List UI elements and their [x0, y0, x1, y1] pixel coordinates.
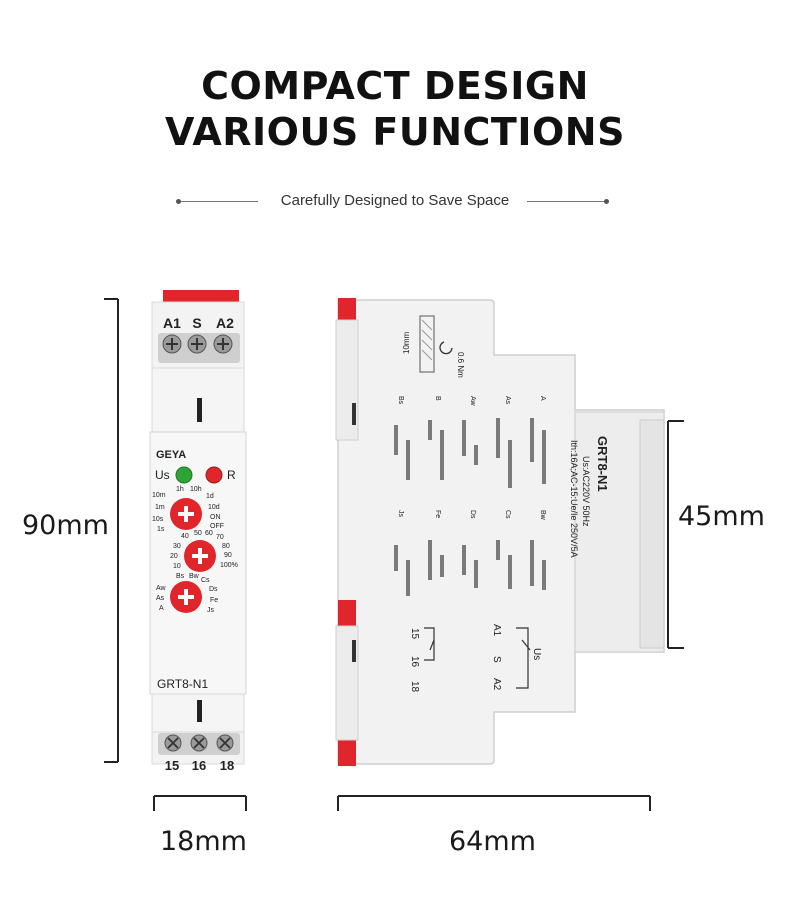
- subtitle-rule-left: [178, 201, 258, 202]
- strip-length-label: 10mm: [402, 331, 411, 354]
- schematic-terminal-a2: A2: [491, 678, 502, 691]
- chart-row1-label: Bs: [397, 396, 404, 405]
- headline-line-2: VARIOUS FUNCTIONS: [165, 110, 625, 154]
- dial1-label: 1s: [157, 526, 165, 533]
- device-front-view: A1 S A2 GEYA Us R 10m 1m 10s 1s 1h 10h 1…: [149, 290, 247, 773]
- subtitle-dot-left: [176, 199, 181, 204]
- dial3-label: A: [159, 605, 164, 612]
- dial3-label: Bs: [176, 573, 185, 580]
- led-label-us: Us: [155, 468, 170, 482]
- front-model-label: GRT8-N1: [157, 677, 208, 691]
- relay-led-icon: [205, 466, 223, 484]
- wiring-schematic: [424, 627, 531, 689]
- subtitle-row: Carefully Designed to Save Space: [0, 190, 790, 212]
- dial3-label: Cs: [201, 577, 210, 584]
- function-dial[interactable]: [170, 581, 202, 613]
- chart-row1-label: B: [434, 396, 441, 401]
- side-din-clip-bottom: [338, 740, 356, 766]
- dial3-label: Fe: [210, 597, 218, 604]
- dial2-label: 10: [173, 563, 181, 570]
- dial2-label: 80: [222, 543, 230, 550]
- schematic-us-label: Us: [531, 648, 542, 660]
- side-din-clip-top: [338, 298, 356, 320]
- bottom-terminal-label-16: 16: [192, 758, 206, 773]
- side-model-label: GRT8-N1: [595, 436, 610, 492]
- headline-line-1: COMPACT DESIGN: [201, 64, 589, 108]
- schematic-terminal-18: 18: [409, 681, 420, 693]
- dial1-label: 10s: [152, 516, 164, 523]
- schematic-terminal-s: S: [491, 656, 502, 663]
- bottom-terminal-label-15: 15: [165, 758, 179, 773]
- time-range-dial[interactable]: [170, 498, 202, 530]
- dimension-lines: [104, 298, 684, 811]
- dial1-label: 1h: [176, 486, 184, 493]
- schematic-terminal-16: 16: [409, 656, 420, 668]
- dial3-label: Bw: [189, 573, 200, 580]
- brand-logo-text: GEYA: [156, 449, 186, 461]
- chart-row2-label: Ds: [469, 510, 476, 519]
- dial1-label: OFF: [210, 523, 224, 530]
- dial3-label: Js: [207, 607, 215, 614]
- bottom-terminal-label-18: 18: [220, 758, 234, 773]
- led-label-r: R: [227, 468, 236, 482]
- schematic-terminal-a1: A1: [491, 624, 502, 637]
- torque-label: 0.6 Nm: [456, 352, 465, 378]
- side-din-clip-mid: [338, 600, 356, 626]
- dial1-label: 10h: [190, 486, 202, 493]
- chart-row2-label: Bw: [539, 510, 546, 521]
- timing-diagrams: [394, 418, 546, 596]
- dial3-label: As: [156, 595, 165, 602]
- dial2-label: 20: [170, 553, 178, 560]
- bottom-terminal-screws: [158, 733, 240, 755]
- schematic-terminal-15: 15: [409, 628, 420, 640]
- dimension-front-width-label: 18mm: [160, 826, 247, 857]
- chart-row2-label: Fe: [434, 510, 441, 518]
- chart-row1-label: As: [504, 396, 511, 405]
- dial1-label: 10m: [152, 492, 166, 499]
- dial2-label: 50: [194, 530, 202, 537]
- rotate-torque-icon: [439, 341, 453, 355]
- subtitle-rule-right: [527, 201, 607, 202]
- side-spec-line1: Us:AC220V 50Hz: [581, 456, 591, 527]
- chart-row2-label: Cs: [504, 510, 511, 519]
- subtitle-dot-right: [604, 199, 609, 204]
- top-terminal-label-a1: A1: [163, 315, 181, 331]
- top-terminal-screws: [158, 333, 240, 363]
- chart-row2-label: Js: [397, 510, 404, 518]
- dimension-front-height-label: 45mm: [678, 501, 765, 532]
- dial2-label: 90: [224, 552, 232, 559]
- top-terminal-label-a2: A2: [216, 315, 234, 331]
- front-din-clip-top: [163, 290, 239, 304]
- dial3-label: Ds: [209, 586, 218, 593]
- side-spec-line2: Ith:16A;AC-15:Ue/Ie 250V/5A: [569, 440, 579, 558]
- dial2-label: 30: [173, 543, 181, 550]
- chart-row1-label: A: [539, 396, 546, 401]
- dial1-label: 1d: [206, 493, 214, 500]
- percentage-dial[interactable]: [184, 540, 216, 572]
- dial2-label: 60: [205, 530, 213, 537]
- dial3-label: Aw: [156, 585, 167, 592]
- dial1-label: 10d: [208, 504, 220, 511]
- power-led-icon: [175, 466, 193, 484]
- dimension-side-depth-label: 64mm: [449, 826, 536, 857]
- device-side-view: 10mm 0.6 Nm GRT8-N1 Us:AC220V 50Hz Ith:1…: [335, 298, 665, 766]
- chart-row1-label: Aw: [469, 396, 476, 407]
- top-terminal-label-s: S: [192, 315, 201, 331]
- subtitle: Carefully Designed to Save Space: [280, 192, 510, 209]
- dial2-label: 40: [181, 533, 189, 540]
- dial1-label: ON: [210, 514, 221, 521]
- dial2-label: 70: [216, 534, 224, 541]
- dimension-height-label: 90mm: [22, 510, 109, 541]
- dial1-label: 1m: [155, 504, 165, 511]
- dial2-label: 100%: [220, 562, 238, 569]
